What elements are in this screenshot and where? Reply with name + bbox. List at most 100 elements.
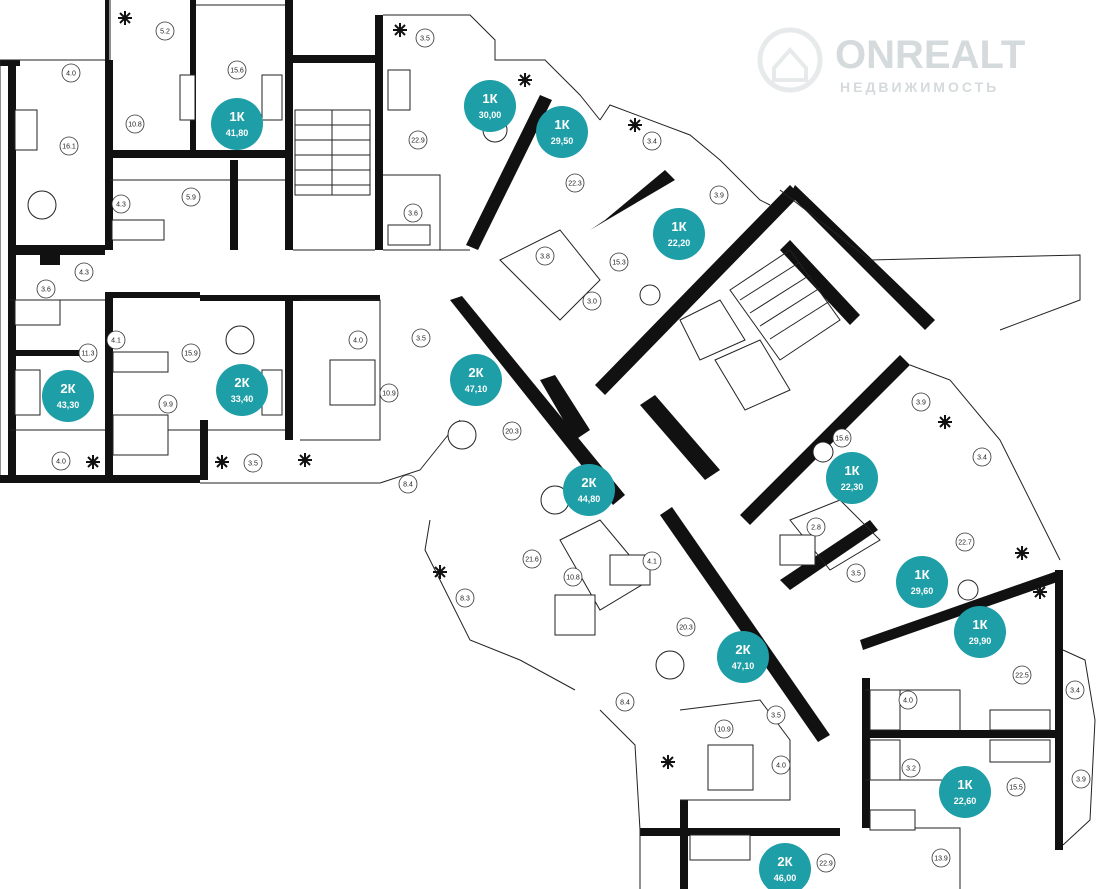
room-area-text: 4.1 xyxy=(647,559,657,566)
room-area-text: 3.5 xyxy=(420,36,430,43)
apartment-area: 47,10 xyxy=(465,384,488,394)
room-area-text: 4.3 xyxy=(116,202,126,209)
room-area-text: 3.4 xyxy=(1070,688,1080,695)
apartment-area: 33,40 xyxy=(231,394,254,404)
room-area-text: 3.4 xyxy=(977,455,987,462)
room-area-text: 4.3 xyxy=(79,270,89,277)
plant-icon xyxy=(518,73,532,87)
room-area-text: 10.8 xyxy=(566,575,580,582)
watermark: ONREALT НЕДВИЖИМОСТЬ xyxy=(757,27,1025,95)
room-area-text: 4.0 xyxy=(776,763,786,770)
room-area-text: 8.4 xyxy=(403,482,413,489)
plant-icon xyxy=(298,453,312,467)
apartment-type: 1К xyxy=(914,567,929,582)
room-area-text: 16.1 xyxy=(62,144,76,151)
house-logo-icon xyxy=(757,27,823,93)
walls xyxy=(0,0,1063,889)
room-area-text: 3.5 xyxy=(416,336,426,343)
apartment-area: 46,00 xyxy=(774,873,797,883)
room-area-text: 3.5 xyxy=(851,571,861,578)
room-area-label: 22.9 xyxy=(408,130,428,150)
room-area-label: 5.9 xyxy=(181,187,201,207)
room-area-text: 22.9 xyxy=(411,138,425,145)
room-area-label: 4.0 xyxy=(51,451,71,471)
apartment-area: 30,00 xyxy=(479,110,502,120)
staircase-top xyxy=(294,109,371,196)
staircase-core xyxy=(679,249,841,411)
room-area-text: 4.0 xyxy=(66,71,76,78)
room-area-label: 2.8 xyxy=(806,517,826,537)
room-area-label: 4.0 xyxy=(771,755,791,775)
apartment-area: 43,30 xyxy=(57,400,80,410)
plant-icon xyxy=(433,565,447,579)
room-area-label: 11.3 xyxy=(78,343,98,363)
room-area-text: 3.9 xyxy=(1076,777,1086,784)
room-area-label: 3.9 xyxy=(709,185,729,205)
room-area-label: 15.6 xyxy=(832,428,852,448)
apartment-type: 2К xyxy=(581,475,596,490)
room-area-text: 8.3 xyxy=(460,596,470,603)
room-area-label: 8.4 xyxy=(398,474,418,494)
apartment-area: 22,30 xyxy=(841,482,864,492)
room-area-label: 3.5 xyxy=(846,563,866,583)
plant-icon xyxy=(1033,585,1047,599)
apartment-badge[interactable]: 2К 46,00 xyxy=(759,843,811,889)
furniture xyxy=(14,69,1051,861)
apartment-type: 2К xyxy=(60,381,75,396)
plant-icon xyxy=(628,118,642,132)
room-area-label: 20.3 xyxy=(676,617,696,637)
room-area-label: 10.9 xyxy=(379,383,399,403)
room-area-text: 3.9 xyxy=(714,193,724,200)
room-area-text: 3.5 xyxy=(771,713,781,720)
room-area-label: 8.3 xyxy=(455,588,475,608)
apartment-type: 2К xyxy=(777,854,792,869)
room-area-text: 21.6 xyxy=(525,557,539,564)
room-area-text: 10.8 xyxy=(128,122,142,129)
apartment-area: 47,10 xyxy=(732,661,755,671)
room-area-label: 10.8 xyxy=(563,567,583,587)
room-area-text: 4.1 xyxy=(111,338,121,345)
apartment-badge[interactable]: 2К 47,10 xyxy=(717,631,769,683)
room-area-text: 8.4 xyxy=(620,700,630,707)
room-area-text: 22.5 xyxy=(1015,673,1029,680)
room-area-text: 22.9 xyxy=(819,861,833,868)
apartment-type: 2К xyxy=(735,642,750,657)
room-area-label: 3.9 xyxy=(911,392,931,412)
room-area-label: 15.9 xyxy=(181,343,201,363)
room-area-label: 3.4 xyxy=(642,131,662,151)
room-area-label: 21.6 xyxy=(522,549,542,569)
apartment-badge[interactable]: 2К 43,30 xyxy=(42,370,94,422)
plant-icon xyxy=(938,415,952,429)
plant-icon xyxy=(1015,546,1029,560)
room-area-text: 5.9 xyxy=(186,195,196,202)
apartment-type: 1К xyxy=(554,117,569,132)
room-area-text: 4.0 xyxy=(903,698,913,705)
apartment-badge[interactable]: 1К 30,00 xyxy=(464,80,516,132)
room-area-label: 9.9 xyxy=(158,394,178,414)
room-area-label: 8.4 xyxy=(615,692,635,712)
room-area-label: 4.0 xyxy=(61,63,81,83)
room-area-text: 9.9 xyxy=(163,402,173,409)
room-area-label: 5.2 xyxy=(155,21,175,41)
room-area-label: 15.6 xyxy=(227,60,247,80)
room-area-text: 3.2 xyxy=(906,766,916,773)
room-area-text: 3.0 xyxy=(587,299,597,306)
apartment-type: 1К xyxy=(482,91,497,106)
room-area-text: 10.9 xyxy=(717,727,731,734)
room-area-text: 4.0 xyxy=(353,338,363,345)
room-area-label: 4.1 xyxy=(106,330,126,350)
room-area-label: 3.0 xyxy=(582,291,602,311)
watermark-brand: ONREALT xyxy=(835,33,1025,77)
room-area-label: 22.9 xyxy=(816,853,836,873)
